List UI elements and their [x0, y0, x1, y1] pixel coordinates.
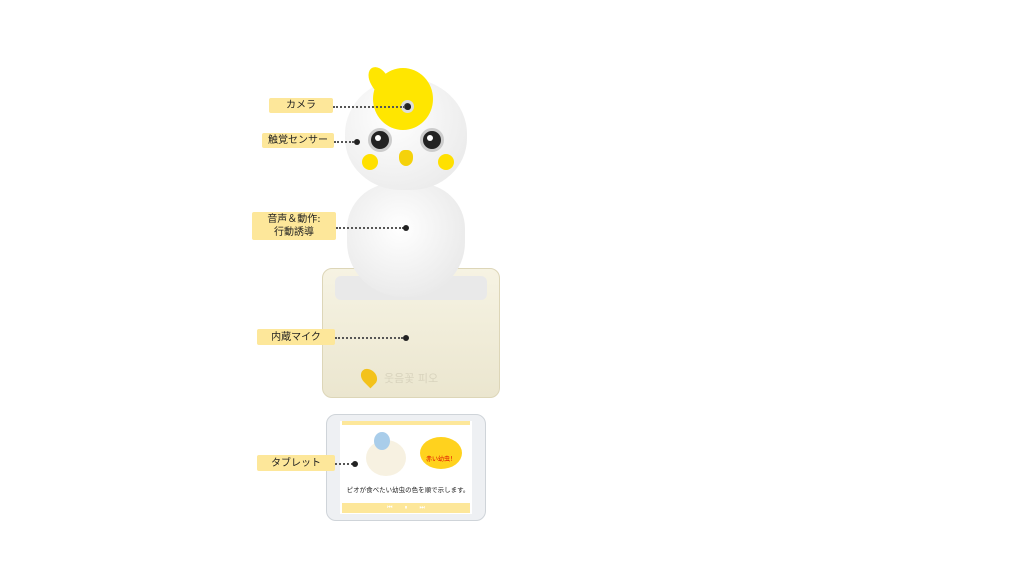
pointer-dot-microphone [403, 335, 409, 341]
pointer-dot-tablet [352, 461, 358, 467]
label-tablet: タブレット [257, 455, 335, 471]
screen-top-bar [342, 421, 470, 425]
playback-bar: ⏮ ⏸ ⏭ [342, 503, 470, 513]
left-cheek [362, 154, 378, 170]
leader-microphone [335, 337, 403, 339]
tablet-screen [340, 421, 472, 514]
right-eye [420, 128, 444, 152]
pause-button[interactable]: ⏸ [404, 504, 408, 511]
beak [399, 150, 413, 166]
prev-button[interactable]: ⏮ [387, 504, 393, 511]
next-button[interactable]: ⏭ [419, 504, 425, 511]
label-voice-motion-line2: 行動誘導 [274, 227, 314, 238]
pointer-dot-touch-sensor [354, 139, 360, 145]
label-camera: カメラ [269, 98, 333, 113]
screen-caption: ピオが食べたい幼虫の色を順で示します。 [346, 486, 470, 494]
right-cheek [438, 154, 454, 170]
pointer-dot-camera [405, 104, 411, 110]
pointer-dot-voice-motion [403, 225, 409, 231]
leader-voice-motion [336, 227, 404, 229]
label-voice-motion-line1: 音声＆動作: [267, 214, 321, 225]
bubble-text: 赤い幼虫！ [425, 456, 456, 463]
label-touch-sensor: 触覚センサー [262, 133, 334, 148]
leader-camera [333, 106, 405, 108]
label-voice-motion: 音声＆動作: 行動誘導 [252, 212, 336, 240]
screen-bird-crest [374, 432, 390, 450]
leader-touch-sensor [334, 141, 354, 143]
label-microphone: 内蔵マイク [257, 329, 335, 345]
leader-tablet [335, 463, 353, 465]
speech-bubble: 赤い幼虫！ [420, 437, 462, 469]
robot-body [347, 183, 465, 297]
base-logo-text: 웃음꽃 피오 [384, 372, 439, 385]
left-eye [368, 128, 392, 152]
